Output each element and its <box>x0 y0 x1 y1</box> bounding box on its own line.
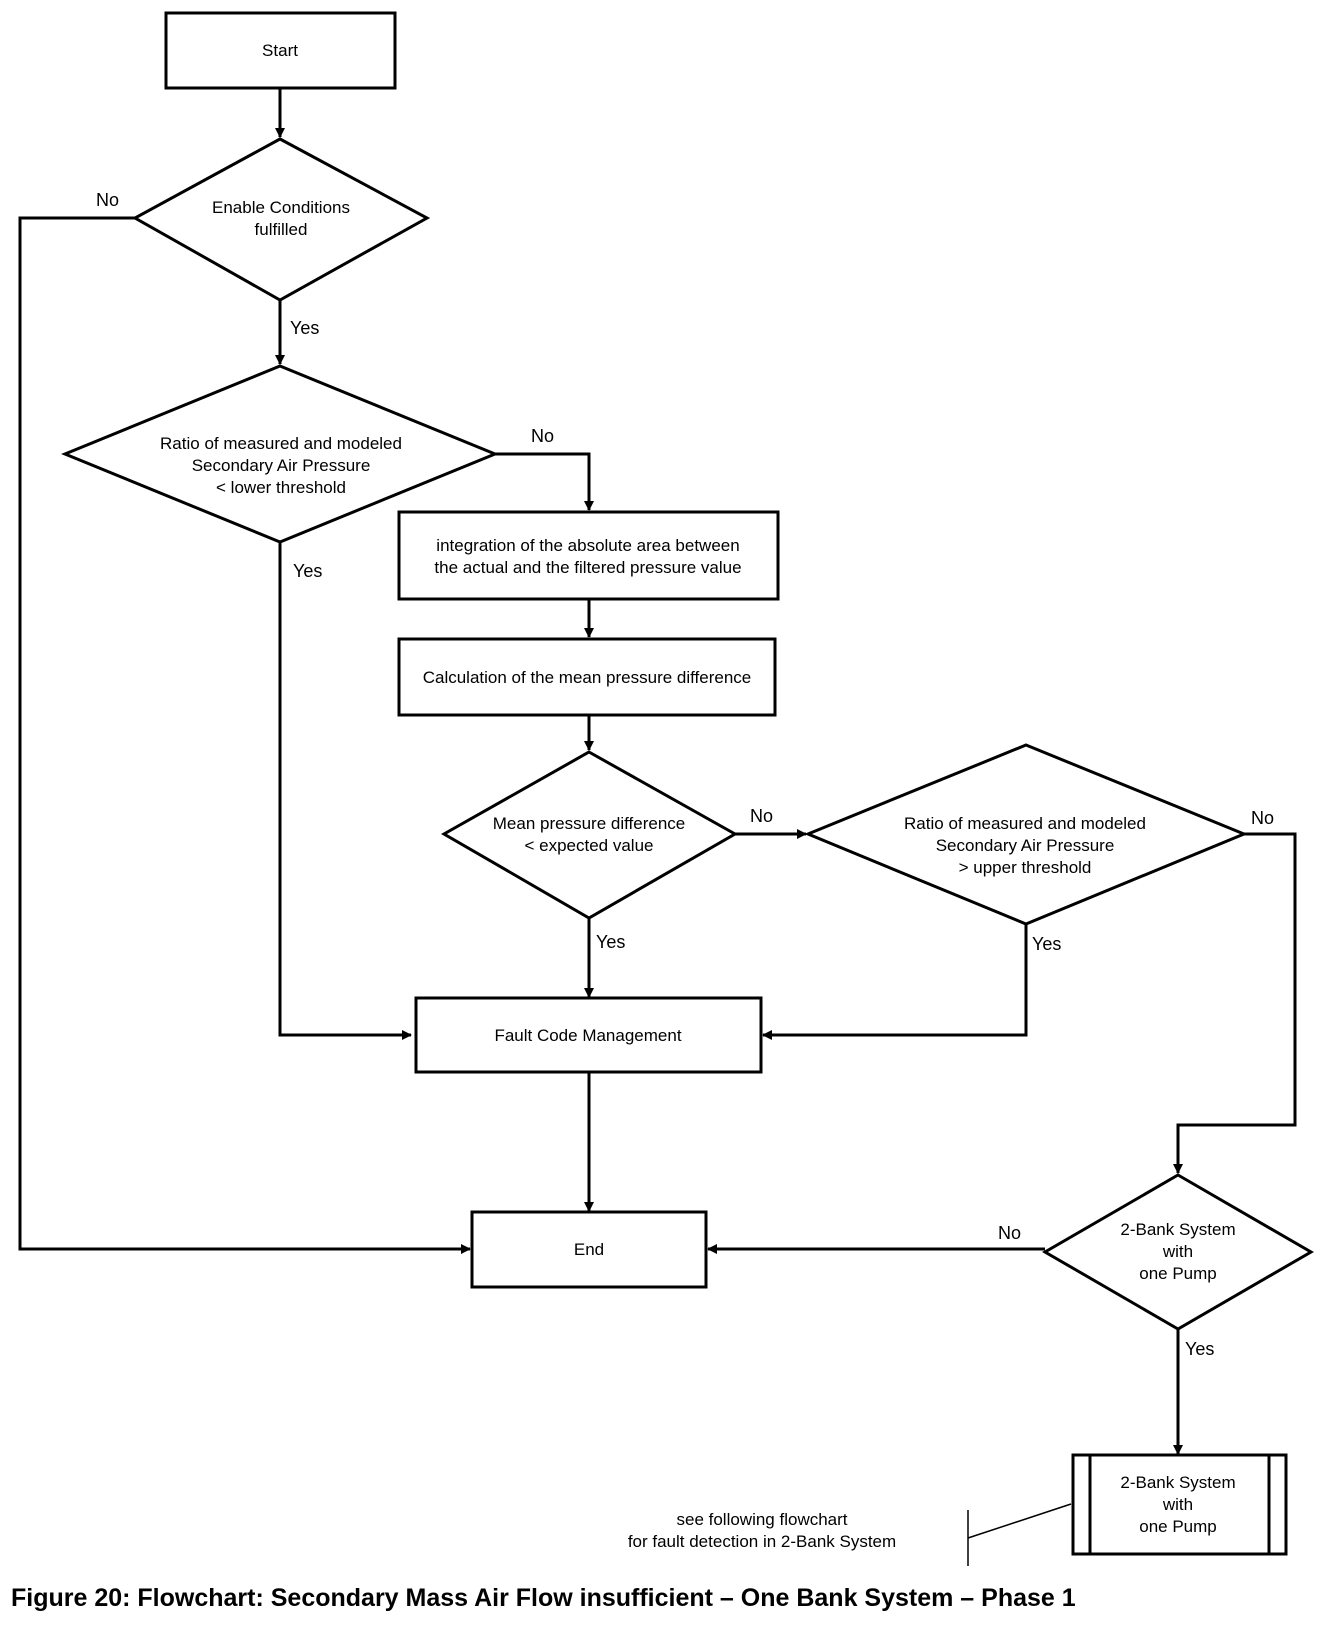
edge-upper-no <box>1173 832 1297 1174</box>
edge-lower-no <box>495 452 594 511</box>
ratio-lower-diamond <box>61 364 499 544</box>
integration-line-2: the actual and the filtered pressure val… <box>434 558 741 577</box>
twobank-line-3: one Pump <box>1139 1264 1217 1283</box>
node-enable-conditions: Enable Conditions fulfilled <box>131 137 431 302</box>
enable-line-2: fulfilled <box>255 220 308 239</box>
integration-box <box>397 510 780 601</box>
subprocess-line-2: with <box>1162 1495 1193 1514</box>
enable-text: Enable Conditions fulfilled <box>212 198 350 239</box>
subprocess-line-3: one Pump <box>1139 1517 1217 1536</box>
mean-diamond <box>440 750 739 920</box>
mean-line-1: Mean pressure difference <box>493 814 685 833</box>
mean-text: Mean pressure difference < expected value <box>493 814 685 855</box>
ratio-upper-diamond <box>804 743 1248 926</box>
label-upper-yes: Yes <box>1032 934 1061 954</box>
node-subprocess: 2-Bank System with one Pump <box>1071 1453 1288 1556</box>
label-mean-yes: Yes <box>596 932 625 952</box>
annotation-text: see following flowchart for fault detecti… <box>628 1510 896 1551</box>
subprocess-text: 2-Bank System with one Pump <box>1120 1473 1235 1536</box>
fault-line-1: Fault Code Management <box>494 1026 681 1045</box>
ratio-lower-line-1: Ratio of measured and modeled <box>160 434 402 453</box>
node-calculation: Calculation of the mean pressure differe… <box>397 637 777 717</box>
label-lower-no: No <box>531 426 554 446</box>
ratio-lower-line-2: Secondary Air Pressure <box>192 456 371 475</box>
label-mean-no: No <box>750 806 773 826</box>
annotation-line-1: see following flowchart <box>676 1510 847 1529</box>
node-mean-pressure: Mean pressure difference < expected value <box>440 750 739 920</box>
ratio-upper-line-1: Ratio of measured and modeled <box>904 814 1146 833</box>
subprocess-line-1: 2-Bank System <box>1120 1473 1235 1492</box>
calc-text: Calculation of the mean pressure differe… <box>423 668 752 687</box>
node-integration: integration of the absolute area between… <box>397 510 780 601</box>
twobank-text: 2-Bank System with one Pump <box>1120 1220 1235 1283</box>
edge-lower-yes <box>278 542 412 1040</box>
mean-line-2: < expected value <box>524 836 653 855</box>
calc-box <box>397 637 777 717</box>
label-enable-no: No <box>96 190 119 210</box>
end-box <box>470 1210 708 1289</box>
edge-labels: No Yes No Yes No Yes No Yes No Yes <box>96 190 1274 1359</box>
figure-caption: Figure 20: Flowchart: Secondary Mass Air… <box>11 1584 1076 1612</box>
end-text: End <box>574 1240 604 1259</box>
calc-line-1: Calculation of the mean pressure differe… <box>423 668 752 687</box>
node-two-bank: 2-Bank System with one Pump <box>1042 1173 1314 1331</box>
twobank-line-2: with <box>1162 1242 1193 1261</box>
ratio-lower-line-3: < lower threshold <box>216 478 346 497</box>
label-enable-yes: Yes <box>290 318 319 338</box>
integration-line-1: integration of the absolute area between <box>436 536 739 555</box>
label-twobank-no: No <box>998 1223 1021 1243</box>
subprocess-box <box>1071 1453 1288 1556</box>
enable-line-1: Enable Conditions <box>212 198 350 217</box>
twobank-line-1: 2-Bank System <box>1120 1220 1235 1239</box>
start-text: Start <box>262 41 298 60</box>
node-start: Start <box>164 11 397 90</box>
ratio-upper-line-3: > upper threshold <box>959 858 1092 877</box>
start-line-1: Start <box>262 41 298 60</box>
twobank-diamond <box>1042 1173 1314 1331</box>
edge-enable-no <box>18 216 471 1254</box>
annotation-line-2: for fault detection in 2-Bank System <box>628 1532 896 1551</box>
edges <box>18 88 1297 1566</box>
fault-box <box>414 996 763 1074</box>
edge-upper-yes <box>762 924 1028 1040</box>
label-lower-yes: Yes <box>293 561 322 581</box>
label-twobank-yes: Yes <box>1185 1339 1214 1359</box>
fault-text: Fault Code Management <box>494 1026 681 1045</box>
edge-annotation-pointer <box>967 1503 1072 1539</box>
start-box <box>164 11 397 90</box>
integration-text: integration of the absolute area between… <box>434 536 741 577</box>
node-end: End <box>470 1210 708 1289</box>
label-upper-no: No <box>1251 808 1274 828</box>
node-fault-code: Fault Code Management <box>414 996 763 1074</box>
end-line-1: End <box>574 1240 604 1259</box>
ratio-upper-line-2: Secondary Air Pressure <box>936 836 1115 855</box>
enable-diamond <box>131 137 431 302</box>
